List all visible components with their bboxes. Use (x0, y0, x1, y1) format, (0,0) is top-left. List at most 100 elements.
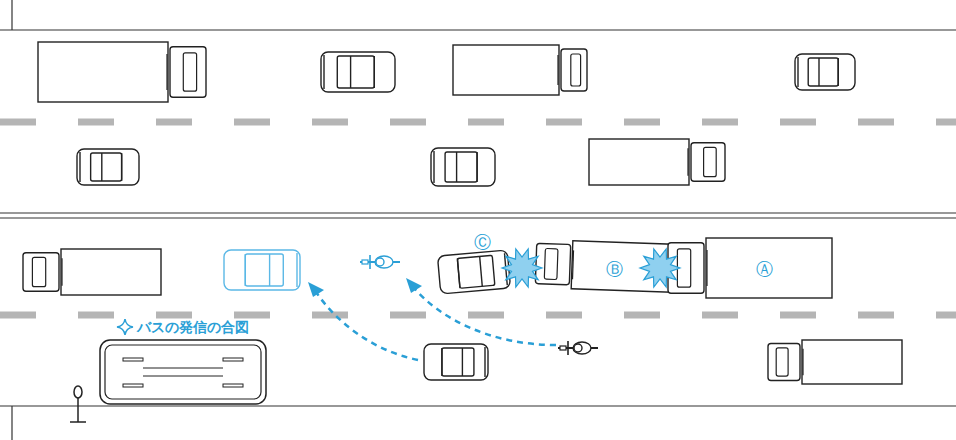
truck (38, 42, 206, 102)
callout-letter: Ⓑ (606, 261, 623, 278)
vehicle-part (105, 345, 261, 399)
vehicle-part (573, 250, 574, 279)
vehicle-part (369, 255, 371, 269)
vehicle-part (476, 152, 477, 182)
vehicle-part (706, 250, 707, 286)
vehicle-part (706, 238, 832, 298)
vehicle-part (571, 54, 581, 86)
car (431, 148, 495, 186)
vehicle-part (544, 248, 558, 279)
vehicle-part (170, 47, 206, 97)
callout-letter: Ⓐ (756, 261, 773, 278)
vehicle-part (802, 349, 803, 375)
movement-arrows (316, 288, 556, 360)
vehicle-part (818, 58, 819, 86)
vehicle-part (375, 256, 393, 268)
vehicle-part (223, 358, 243, 361)
vehicle-part (77, 149, 139, 185)
signal-label: バスの発信の合図 (137, 320, 249, 334)
callout-letter: Ⓒ (474, 234, 491, 251)
car (437, 250, 510, 294)
car (321, 52, 395, 92)
truck (453, 45, 587, 95)
vehicle-part (571, 241, 681, 293)
vehicle-part (441, 348, 442, 376)
vehicle-part (776, 348, 788, 376)
vehicle-part (123, 358, 143, 361)
vehicle-part (183, 53, 196, 91)
vehicle-part (121, 153, 122, 181)
lane-markings (0, 122, 956, 315)
vehicle-part (704, 147, 717, 176)
vehicle-part (61, 249, 161, 295)
vehicle-part (79, 152, 80, 182)
car (77, 149, 139, 185)
vehicles (23, 42, 902, 404)
vehicle-part (687, 148, 688, 176)
vehicle-part (442, 348, 474, 376)
collision-burst (502, 249, 542, 287)
vehicle-part (166, 54, 167, 90)
signal-sparkle (117, 319, 133, 335)
vehicle-part (296, 253, 297, 287)
vehicle-part (143, 368, 223, 369)
vehicle-part (38, 42, 168, 102)
bus-stop-sign (70, 386, 86, 422)
vehicle-part (143, 376, 223, 377)
vehicle-part (480, 256, 483, 286)
vehicle-part (535, 243, 570, 284)
vehicle-part (802, 340, 902, 384)
vehicle-part (589, 139, 689, 185)
bus (100, 340, 266, 404)
vehicle-part (457, 258, 460, 288)
vehicle-part (32, 257, 45, 286)
vehicle-part (574, 344, 582, 352)
vehicle-part (797, 57, 798, 87)
vehicle-part (245, 254, 246, 286)
vehicle-part (431, 148, 495, 186)
vehicle-part (123, 384, 143, 387)
collision-burst (640, 249, 680, 287)
vehicle-part (269, 254, 270, 286)
vehicle-part (457, 255, 494, 288)
vehicle-part (453, 45, 559, 95)
car (424, 344, 488, 380)
vehicle-part (691, 143, 725, 182)
vehicle-part (561, 49, 587, 91)
vehicle-part (424, 344, 488, 380)
truck (668, 238, 832, 298)
vehicle-part (91, 153, 122, 181)
vehicle-part (376, 258, 384, 266)
vehicle-part (567, 341, 569, 355)
motorcycle (558, 341, 598, 355)
vehicle-part (245, 254, 283, 286)
car (795, 54, 855, 90)
vehicle-part (560, 346, 566, 350)
truck (23, 249, 161, 295)
car (224, 250, 300, 290)
truck (768, 340, 902, 384)
vehicle-part (223, 384, 243, 387)
vehicle-part (101, 153, 102, 181)
vehicle-part (23, 253, 59, 292)
truck (589, 139, 725, 185)
vehicle-part (456, 152, 457, 182)
vehicle-part (808, 58, 838, 86)
truck (535, 240, 681, 293)
vehicle-part (61, 258, 62, 286)
vehicle-part (433, 151, 434, 183)
vehicle-part (437, 250, 510, 294)
vehicle-part (795, 54, 855, 90)
motorcycle (360, 255, 400, 269)
vehicle-part (768, 344, 800, 381)
vehicle-part (323, 55, 324, 89)
vehicle-part (100, 340, 266, 404)
vehicle-part (374, 56, 375, 88)
vehicle-part (462, 348, 463, 376)
vehicle-part (573, 342, 591, 354)
vehicle-part (445, 152, 477, 182)
vehicle-part (321, 52, 395, 92)
